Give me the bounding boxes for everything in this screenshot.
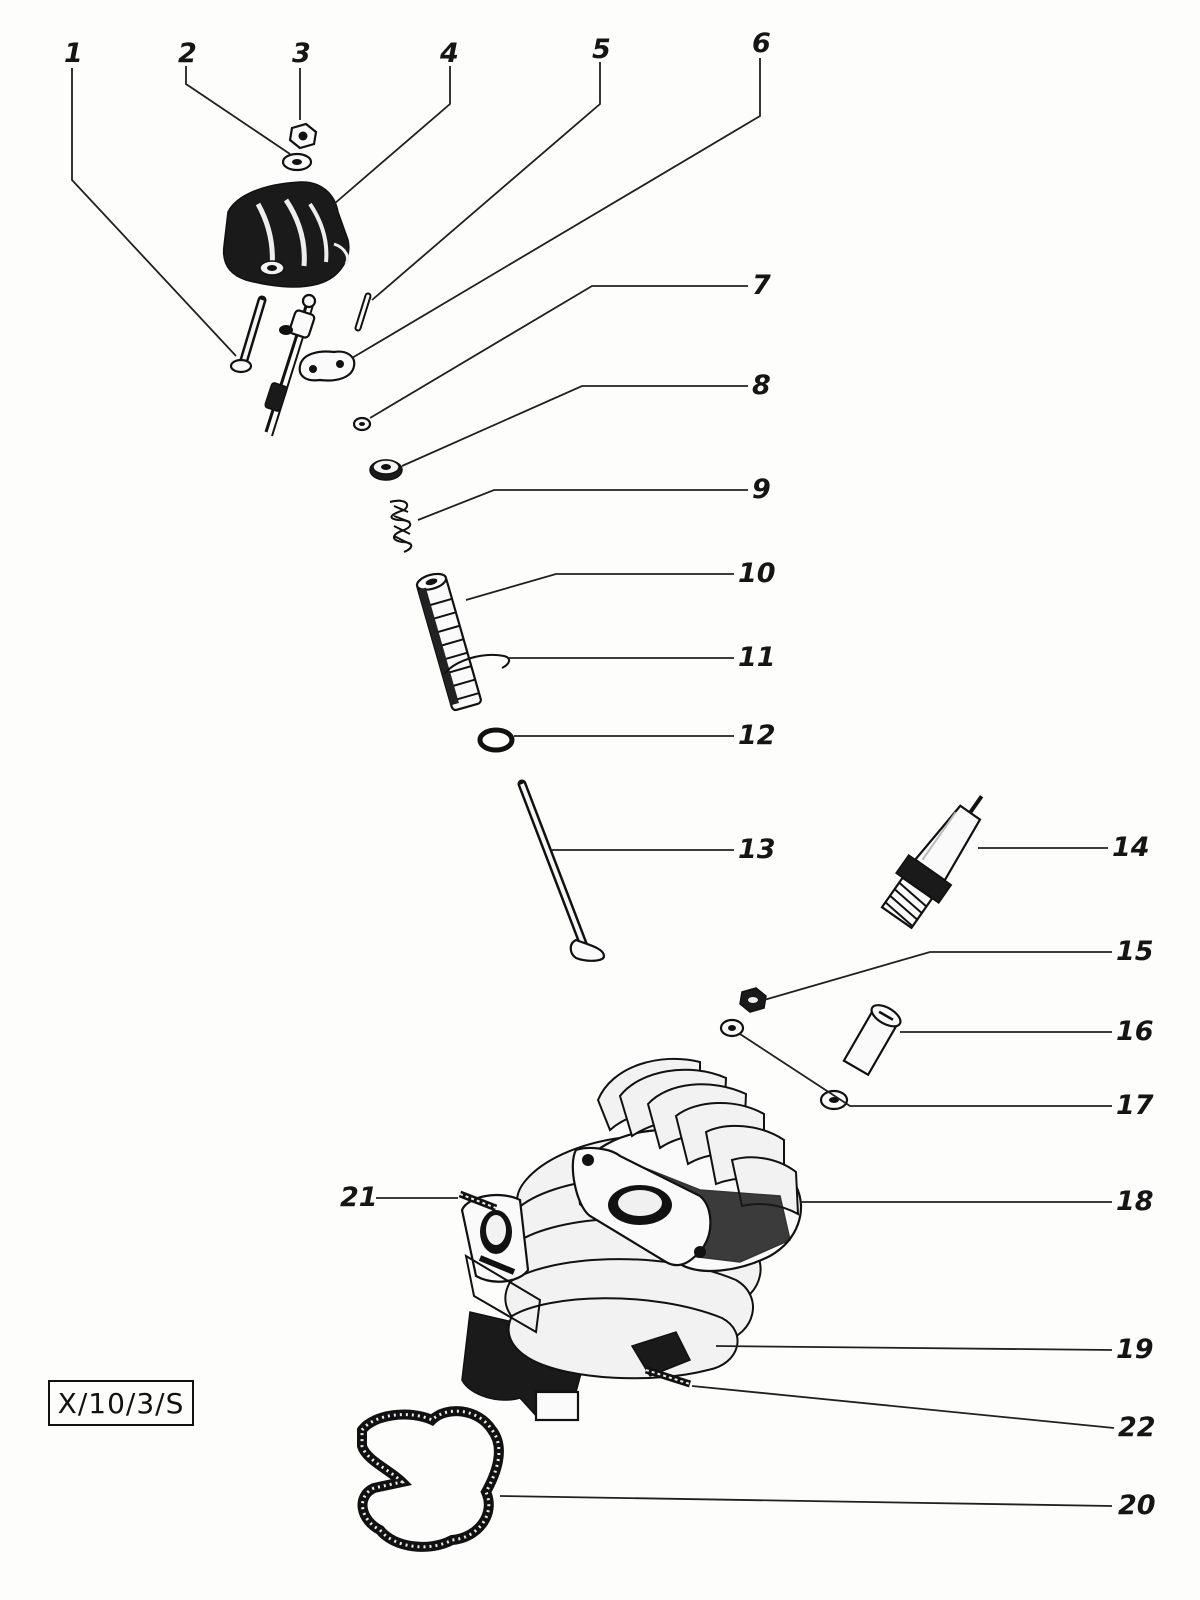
callout-13: 13 bbox=[738, 834, 776, 865]
callout-12: 12 bbox=[738, 720, 776, 751]
part-22-stud bbox=[644, 1366, 692, 1388]
part-15-nut bbox=[739, 987, 767, 1013]
part-16-plug bbox=[842, 1004, 902, 1077]
callout-6: 6 bbox=[752, 28, 771, 59]
part-11-circlip bbox=[443, 654, 510, 675]
callout-21: 21 bbox=[340, 1182, 378, 1213]
part-9-valve-spring bbox=[389, 499, 413, 553]
part-18-cylinder-head bbox=[571, 1057, 803, 1273]
part-21-stud bbox=[458, 1190, 516, 1275]
callout-14: 14 bbox=[1112, 832, 1150, 863]
part-3-nut bbox=[288, 122, 318, 150]
part-4-rocker-cover bbox=[222, 181, 350, 288]
part-12-o-ring bbox=[477, 727, 515, 753]
diagram-code-label: X/10/3/S bbox=[48, 1380, 194, 1426]
callout-19: 19 bbox=[1116, 1334, 1154, 1365]
callout-20: 20 bbox=[1118, 1490, 1156, 1521]
callout-10: 10 bbox=[738, 558, 776, 589]
callout-18: 18 bbox=[1116, 1186, 1154, 1217]
callout-8: 8 bbox=[752, 370, 771, 401]
part-5-pin bbox=[354, 292, 372, 332]
rocker-linkage bbox=[264, 293, 317, 437]
callout-16: 16 bbox=[1116, 1016, 1154, 1047]
part-10-valve-guide bbox=[415, 572, 482, 712]
part-17-washer bbox=[719, 1018, 849, 1111]
part-13-valve bbox=[517, 779, 606, 962]
callout-labels: 1 2 3 4 5 6 7 8 9 10 11 12 13 14 15 16 1… bbox=[64, 28, 1156, 1521]
callout-3: 3 bbox=[292, 38, 311, 69]
callout-4: 4 bbox=[439, 38, 459, 69]
part-7-collet bbox=[352, 416, 372, 432]
part-2-washer bbox=[281, 152, 313, 172]
part-6-plate bbox=[298, 350, 356, 382]
callout-7: 7 bbox=[752, 270, 771, 301]
part-20-base-gasket bbox=[357, 1406, 504, 1552]
callout-1: 1 bbox=[64, 38, 83, 69]
callout-5: 5 bbox=[592, 34, 611, 65]
part-1-bolt bbox=[229, 295, 267, 374]
callout-15: 15 bbox=[1116, 936, 1154, 967]
callout-11: 11 bbox=[738, 642, 776, 673]
callout-2: 2 bbox=[178, 38, 197, 69]
part-14-spark-plug bbox=[880, 795, 984, 930]
callout-22: 22 bbox=[1118, 1412, 1156, 1443]
leader-lines bbox=[71, 58, 1115, 1507]
callout-9: 9 bbox=[752, 474, 771, 505]
callout-17: 17 bbox=[1116, 1090, 1154, 1121]
part-8-spring-cap bbox=[369, 459, 403, 481]
